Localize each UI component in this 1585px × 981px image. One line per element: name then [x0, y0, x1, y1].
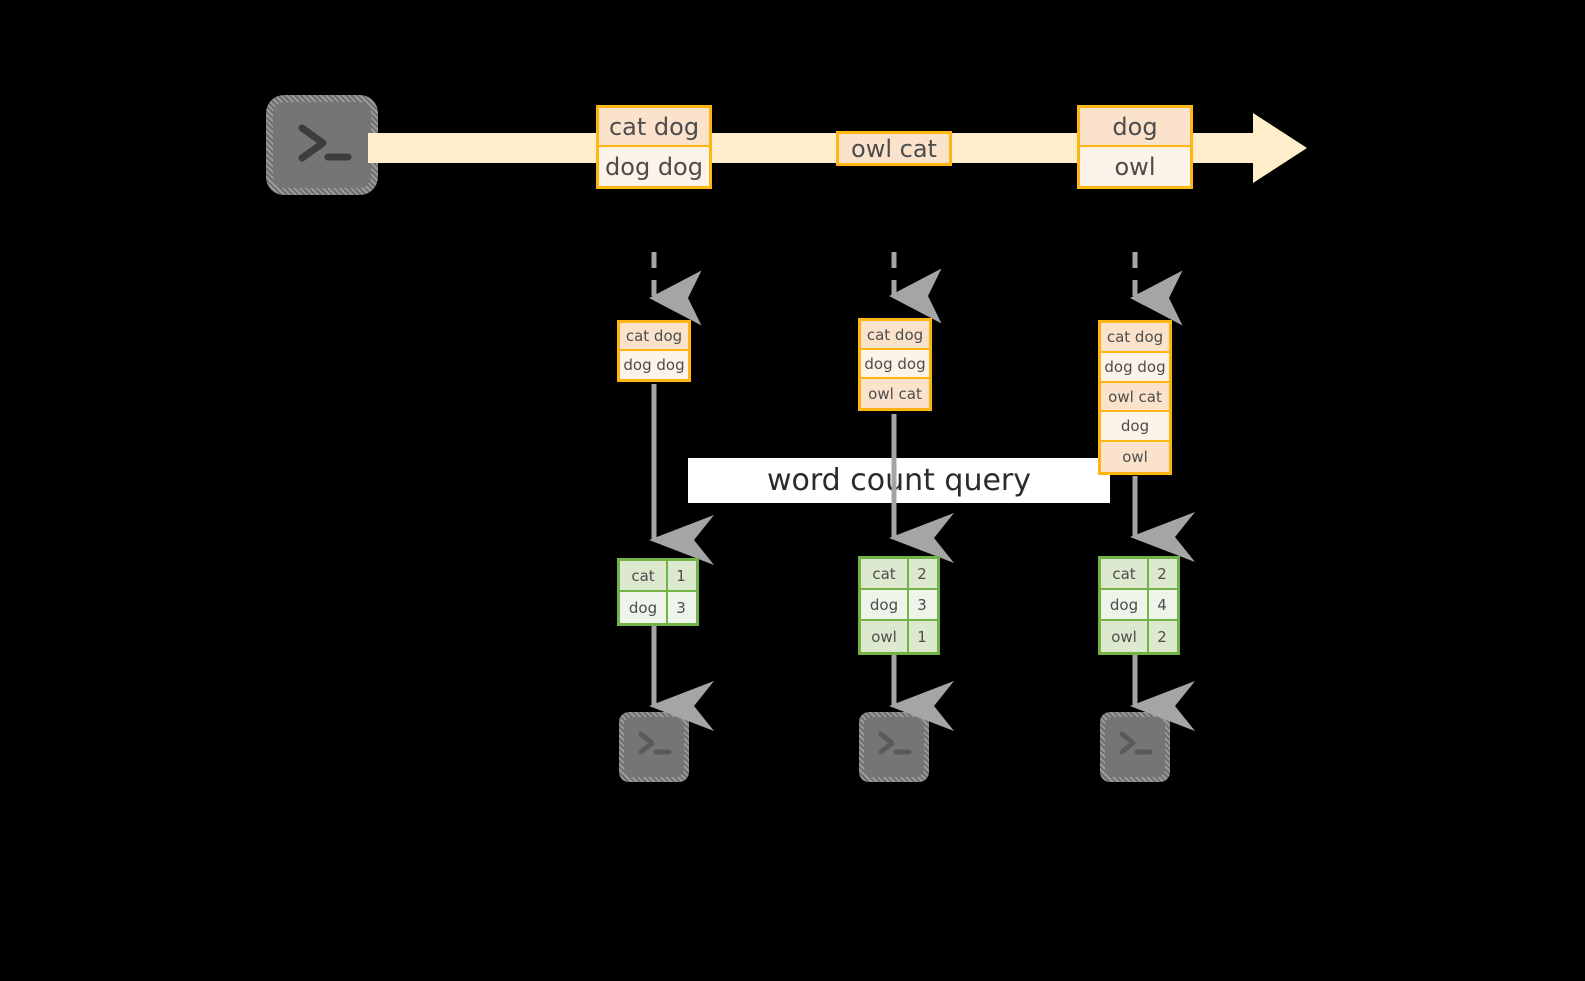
accumulator-3[interactable]: cat dog dog dog owl cat dog owl	[1098, 320, 1172, 475]
result-table-2[interactable]: cat 2 dog 3 owl 1	[858, 556, 940, 655]
terminal-prompt-glyph	[878, 731, 912, 755]
result-table-1[interactable]: cat 1 dog 3	[617, 558, 699, 626]
stream-event-3[interactable]: dog owl	[1077, 105, 1193, 189]
stream-event-3-row-2: owl	[1080, 147, 1190, 186]
table-row: dog 3	[620, 592, 696, 623]
result-3-count-1: 2	[1157, 564, 1167, 583]
terminal-prompt-glyph	[1119, 731, 1153, 755]
stream-event-1-row-2: dog dog	[599, 147, 709, 186]
result-3-word-3: owl	[1101, 621, 1149, 652]
result-3-count-2: 4	[1157, 595, 1167, 614]
result-1-word-2: dog	[620, 592, 668, 623]
stream-event-1[interactable]: cat dog dog dog	[596, 105, 712, 189]
query-label: word count query	[766, 463, 1032, 498]
result-1-word-1: cat	[620, 561, 668, 590]
accumulator-to-result-arrows	[649, 384, 1195, 565]
result-1-count-1: 1	[676, 566, 686, 585]
terminal-prompt-glyph	[638, 731, 672, 755]
result-to-sink-arrows	[649, 622, 1195, 731]
result-3-word-2: dog	[1101, 590, 1149, 619]
result-2-count-2: 3	[917, 595, 927, 614]
table-row: cat 1	[620, 561, 696, 592]
result-1-count-2: 3	[676, 598, 686, 617]
accumulator-3-row-3: owl cat	[1101, 382, 1169, 413]
result-3-word-1: cat	[1101, 559, 1149, 588]
table-row: owl 2	[1101, 621, 1177, 652]
accumulator-3-row-5: owl	[1101, 442, 1169, 472]
result-2-word-2: dog	[861, 590, 909, 619]
result-2-word-3: owl	[861, 621, 909, 652]
accumulator-3-row-2: dog dog	[1101, 352, 1169, 383]
accumulator-2-row-2: dog dog	[861, 350, 929, 380]
terminal-prompt-glyph	[298, 124, 352, 162]
stream-event-3-row-1: dog	[1080, 108, 1190, 147]
accumulator-3-row-4: dog	[1101, 412, 1169, 443]
accumulator-1-row-2: dog dog	[620, 351, 688, 379]
stream-event-2[interactable]: owl cat	[836, 131, 952, 166]
accumulator-2-row-1: cat dog	[861, 321, 929, 351]
result-3-count-3: 2	[1157, 627, 1167, 646]
query-label-band: word count query	[688, 458, 1110, 503]
stream-event-2-row-1: owl cat	[839, 134, 949, 163]
accumulator-1-row-1: cat dog	[620, 323, 688, 352]
accumulator-2-row-3: owl cat	[861, 379, 929, 408]
table-row: cat 2	[1101, 559, 1177, 590]
result-2-word-1: cat	[861, 559, 909, 588]
result-2-count-3: 1	[917, 627, 927, 646]
source-terminal-icon[interactable]	[266, 95, 378, 195]
accumulator-1[interactable]: cat dog dog dog	[617, 320, 691, 382]
table-row: dog 3	[861, 590, 937, 621]
dashed-tap-arrows	[649, 252, 1183, 326]
stream-event-1-row-1: cat dog	[599, 108, 709, 147]
accumulator-3-row-1: cat dog	[1101, 323, 1169, 353]
result-2-count-1: 2	[917, 564, 927, 583]
accumulator-2[interactable]: cat dog dog dog owl cat	[858, 318, 932, 411]
table-row: dog 4	[1101, 590, 1177, 621]
result-table-3[interactable]: cat 2 dog 4 owl 2	[1098, 556, 1180, 655]
table-row: owl 1	[861, 621, 937, 652]
table-row: cat 2	[861, 559, 937, 590]
